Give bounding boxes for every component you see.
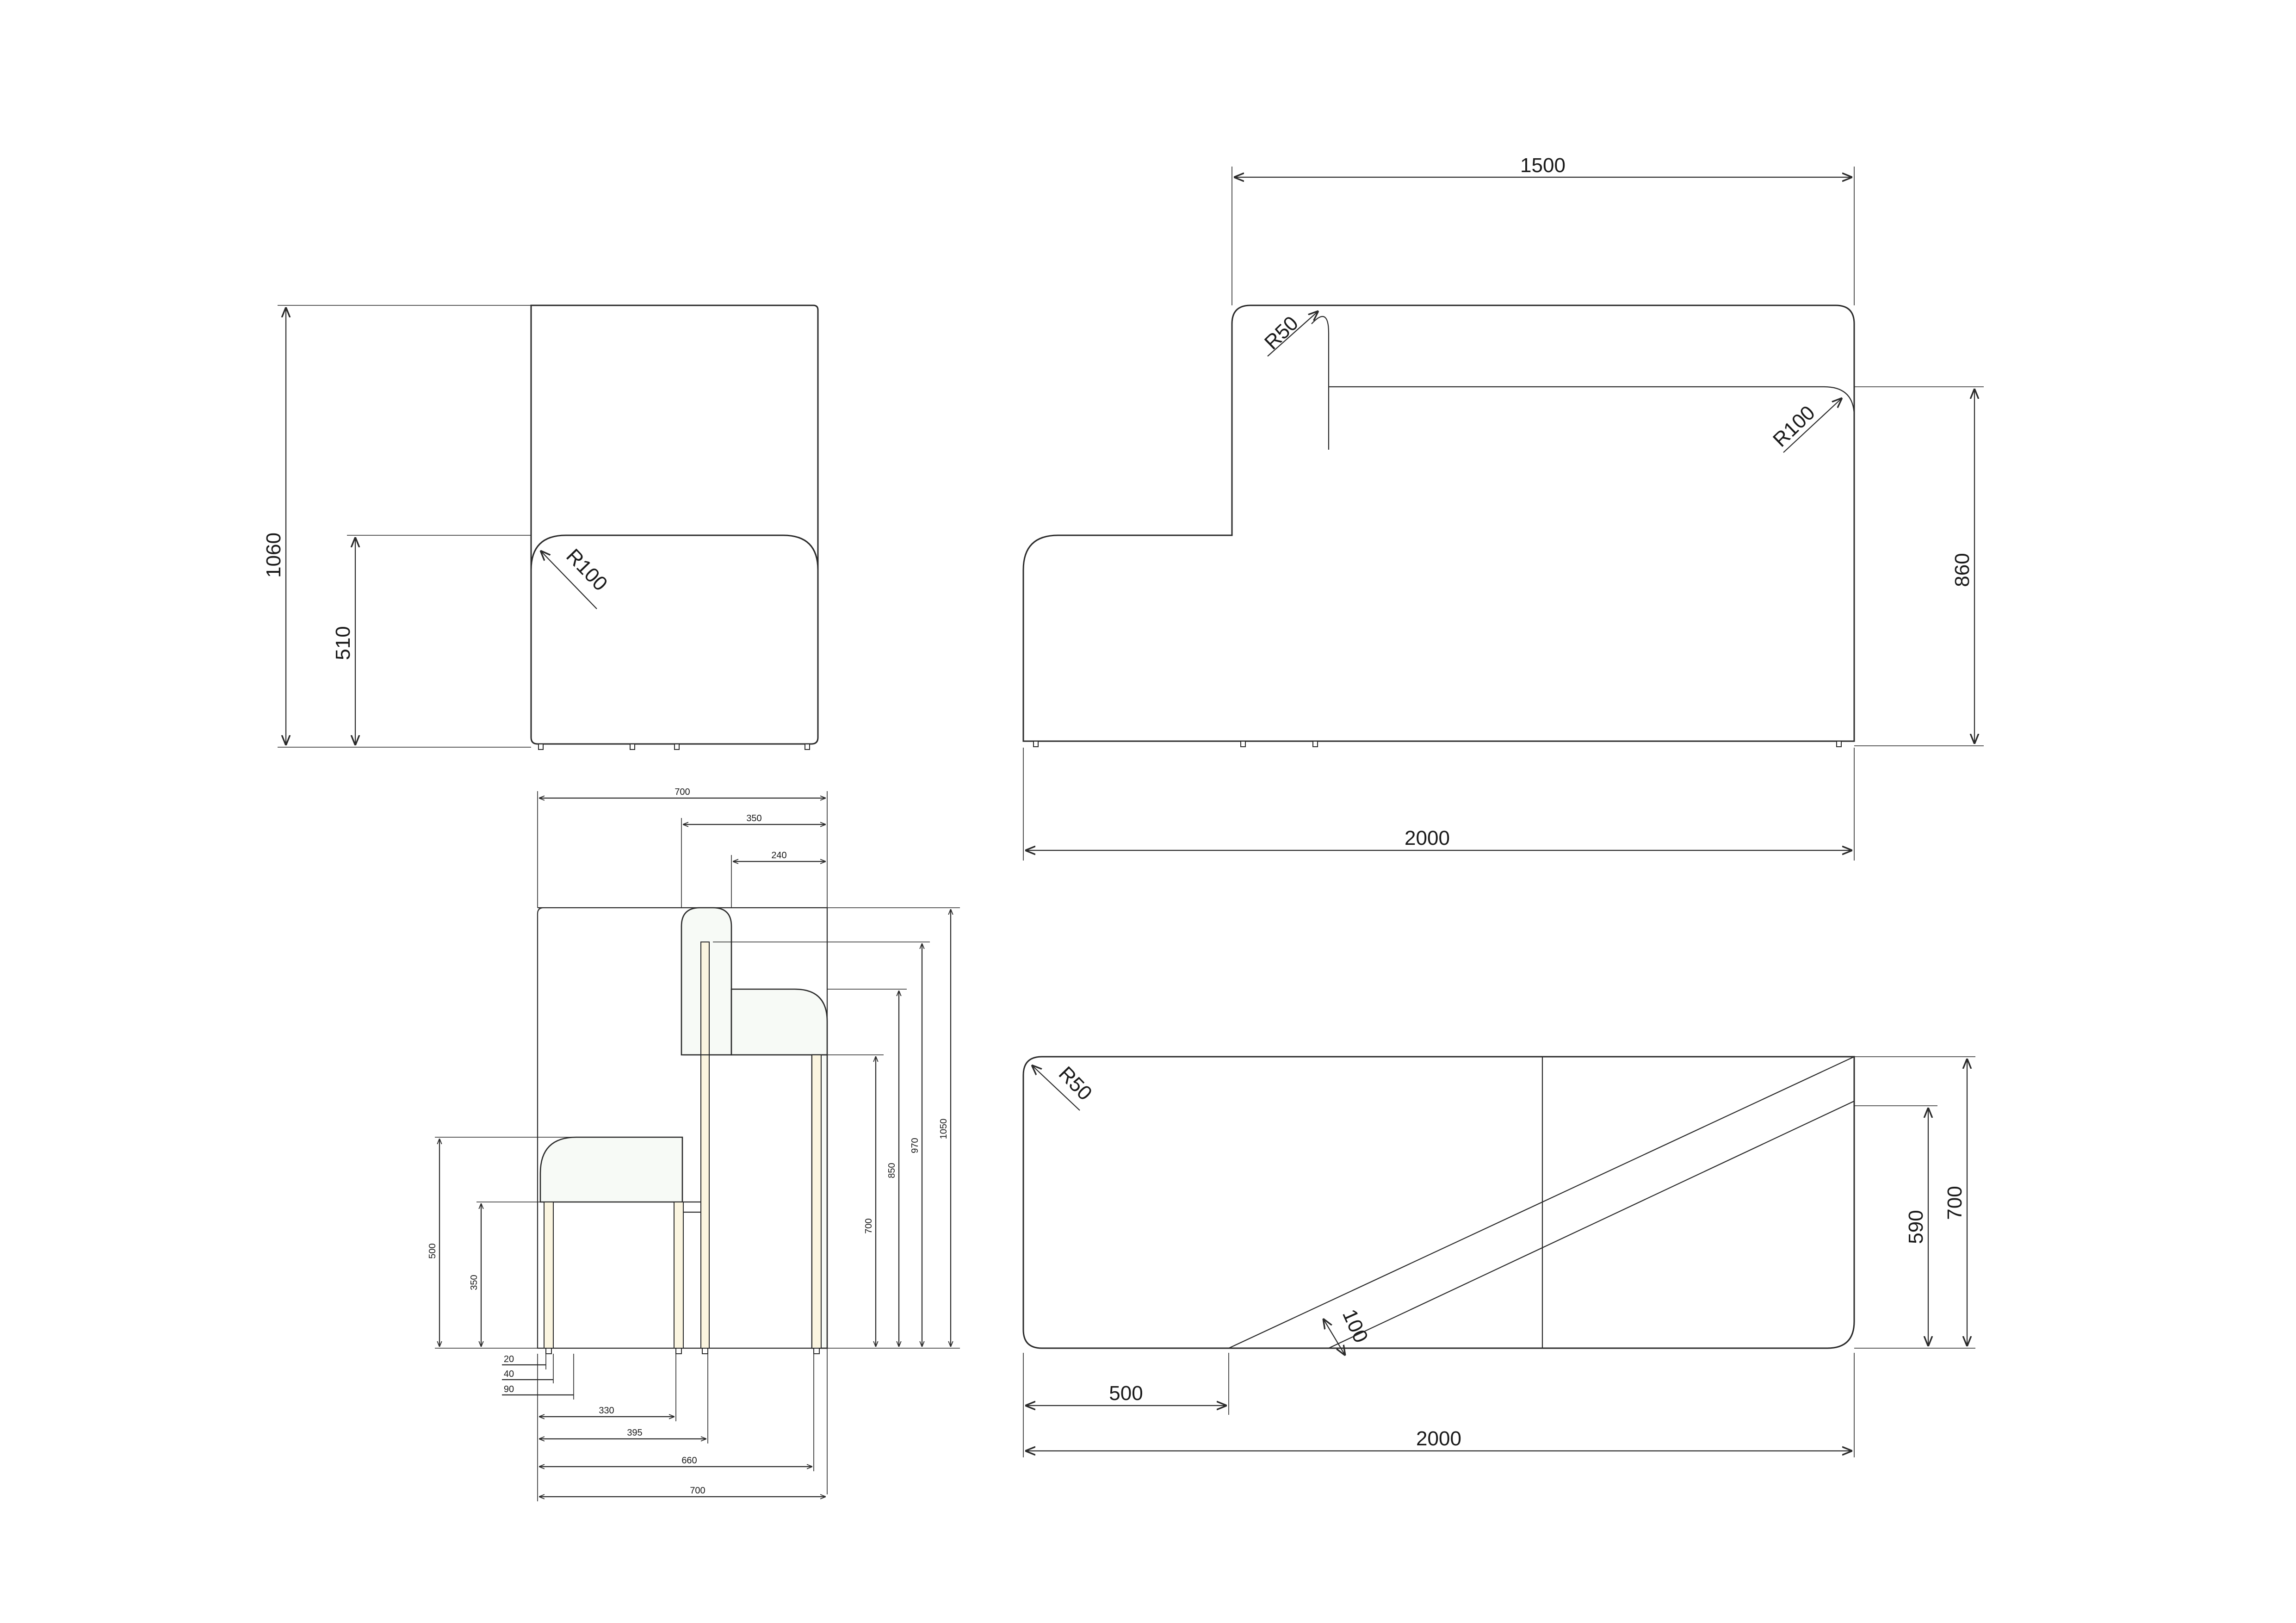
section-feet [545, 1348, 820, 1354]
radius-leader-r50 [1267, 311, 1318, 357]
plan-view-diagonal-strip [1228, 1056, 1855, 1349]
plan-view: 700 590 500 2000 R50 100 [1022, 1056, 1975, 1457]
section-side-panel [537, 907, 828, 1349]
dim-970: 970 [910, 1138, 920, 1153]
dim-700-bottom: 700 [690, 1486, 705, 1496]
dim-100: 100 [1338, 1306, 1373, 1346]
side-view-feet [538, 743, 810, 750]
dim-350-vert: 350 [469, 1275, 479, 1290]
dim-line-100 [1323, 1319, 1345, 1356]
plan-view-outline [1022, 1056, 1855, 1349]
dim-500: 500 [427, 1243, 438, 1258]
dim-510: 510 [332, 626, 354, 660]
section-backrest-post [700, 942, 710, 1349]
dim-20: 20 [504, 1354, 514, 1364]
dim-350: 350 [746, 813, 761, 824]
radius-leader-r100-front [1783, 398, 1842, 453]
dim-2000-plan: 2000 [1416, 1427, 1461, 1450]
dim-240: 240 [771, 850, 786, 861]
dim-860: 860 [1951, 553, 1974, 587]
radius-leader-r50-plan [1032, 1065, 1080, 1111]
front-view-arm-line [1329, 386, 1855, 417]
front-view-outline [1022, 304, 1855, 742]
dim-700-plan: 700 [1943, 1186, 1966, 1220]
dim-330: 330 [599, 1406, 614, 1416]
radius-label-r50-plan: R50 [1054, 1062, 1096, 1105]
dim-1050: 1050 [939, 1119, 949, 1140]
dim-700-vert: 700 [864, 1218, 874, 1233]
dim-1060: 1060 [262, 533, 285, 578]
radius-leader-r100 [540, 551, 597, 609]
dim-40: 40 [504, 1369, 514, 1379]
radius-label-r100: R100 [562, 545, 612, 595]
dim-2000-front: 2000 [1405, 827, 1450, 849]
section-seat-cushion [539, 1136, 683, 1203]
dim-500-plan: 500 [1109, 1382, 1143, 1405]
dim-1500: 1500 [1520, 154, 1566, 177]
section-leg-rear [811, 1054, 822, 1349]
dim-850: 850 [887, 1163, 897, 1178]
side-view: 1060 510 R100 [262, 304, 819, 750]
section-view: 700 350 240 1050 970 850 700 500 350 [427, 787, 960, 1501]
dim-590: 590 [1905, 1210, 1927, 1244]
side-view-seat-line [530, 534, 819, 570]
section-leg-mid [674, 1202, 684, 1349]
dim-660: 660 [681, 1456, 697, 1466]
section-leg-front [544, 1202, 554, 1349]
dim-700-top: 700 [675, 787, 690, 797]
front-view-back-top [1311, 316, 1330, 450]
radius-label-r50: R50 [1260, 312, 1303, 354]
side-view-outline [530, 304, 819, 745]
dim-90: 90 [504, 1384, 514, 1394]
section-upper-cushion [730, 988, 828, 1056]
front-view: 1500 860 2000 R50 R100 [1022, 154, 1984, 861]
dim-395: 395 [627, 1428, 642, 1438]
front-view-feet [1033, 741, 1842, 747]
